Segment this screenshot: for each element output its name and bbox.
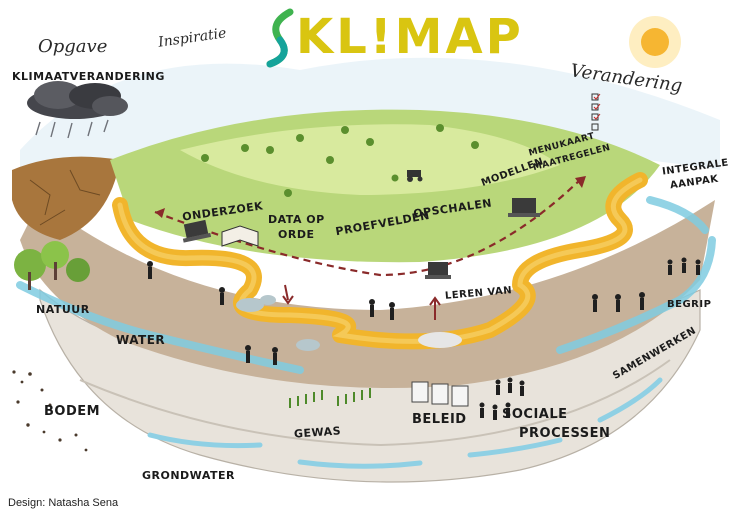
label-grondwater: GRONDWATER xyxy=(142,469,235,482)
grass-field-light xyxy=(180,124,560,195)
label-sociale-2: PROCESSEN xyxy=(519,426,611,441)
tractor-icon xyxy=(407,170,423,182)
label-klimaatverandering: KLIMAATVERANDERING xyxy=(12,70,165,83)
dry-land xyxy=(12,156,120,240)
cliff-layer xyxy=(79,359,671,447)
groundwater-stream xyxy=(147,377,663,469)
label-data-op-orde-2: ORDE xyxy=(278,228,315,241)
laptop-icon xyxy=(508,198,540,217)
field-trees xyxy=(201,124,479,197)
label-begrip: BEGRIP xyxy=(667,299,712,310)
label-data-op-orde-1: DATA OP xyxy=(268,213,325,226)
label-bodem: BODEM xyxy=(44,404,101,419)
people-figures xyxy=(147,257,701,420)
klimap-logo: KL!MAP xyxy=(262,6,521,68)
book-icon xyxy=(221,225,259,247)
logo-text: KL!MAP xyxy=(296,9,524,65)
label-water: WATER xyxy=(116,333,166,347)
checklist-icon xyxy=(591,93,601,131)
crop-rows xyxy=(289,388,371,408)
progress-arrow xyxy=(154,179,581,277)
laptop-icon xyxy=(425,262,451,279)
rock-cluster xyxy=(236,295,462,351)
nature-trees xyxy=(14,241,90,290)
laptop-icon xyxy=(182,219,212,243)
label-beleid: BELEID xyxy=(412,412,467,427)
label-natuur: NATUUR xyxy=(36,303,90,316)
label-opgave: Opgave xyxy=(38,36,108,57)
label-sociale-1: SOCIALE xyxy=(502,407,568,422)
river xyxy=(16,196,716,374)
design-credit: Design: Natasha Sena xyxy=(8,497,119,509)
soil-band xyxy=(20,200,715,388)
policy-documents-icon xyxy=(411,381,469,407)
storm-cloud-icon xyxy=(27,81,128,139)
soil-particles xyxy=(12,370,88,452)
sun-icon xyxy=(629,16,681,68)
logo-swoosh-icon xyxy=(266,8,294,68)
